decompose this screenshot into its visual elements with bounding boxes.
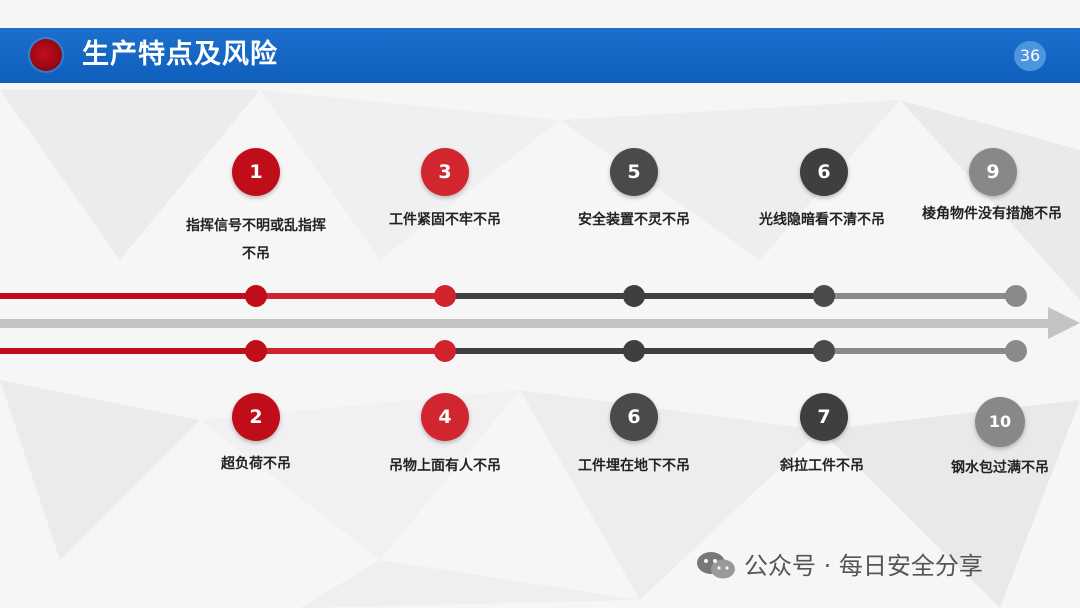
top-number-circle-5: 9 bbox=[969, 148, 1017, 196]
bottom-line-red-segment-1 bbox=[0, 348, 256, 354]
bottom-label-3: 工件埋在地下不吊 bbox=[578, 458, 690, 474]
top-number-circle-2: 3 bbox=[421, 148, 469, 196]
top-label-4: 光线隐暗看不清不吊 bbox=[759, 212, 885, 228]
bottom-number-circle-1: 2 bbox=[232, 393, 280, 441]
bottom-line-red-segment-2 bbox=[256, 348, 445, 354]
bottom-label-1: 超负荷不吊 bbox=[221, 456, 291, 472]
bottom-node-7 bbox=[813, 340, 835, 362]
top-line-gray-segment bbox=[824, 293, 1016, 299]
top-number-circle-3: 5 bbox=[610, 148, 658, 196]
bottom-label-4: 斜拉工件不吊 bbox=[780, 458, 864, 474]
timeline-arrow-shaft bbox=[0, 319, 1050, 328]
title-bullet-icon bbox=[30, 39, 62, 71]
timeline-arrowhead bbox=[1048, 307, 1080, 339]
bottom-number-circle-4: 7 bbox=[800, 393, 848, 441]
watermark-text: 公众号 · 每日安全分享 bbox=[744, 552, 983, 580]
page-number-badge: 36 bbox=[1014, 41, 1046, 71]
title-bar: 生产特点及风险 bbox=[0, 28, 1080, 83]
top-node-6 bbox=[813, 285, 835, 307]
top-node-3 bbox=[434, 285, 456, 307]
top-node-9 bbox=[1005, 285, 1027, 307]
top-node-1 bbox=[245, 285, 267, 307]
bottom-line-gray-segment bbox=[824, 348, 1016, 354]
bottom-label-2: 吊物上面有人不吊 bbox=[389, 458, 501, 474]
top-number-circle-1: 1 bbox=[232, 148, 280, 196]
top-label-5: 棱角物件没有措施不吊 bbox=[922, 206, 1062, 222]
bottom-label-5: 钢水包过满不吊 bbox=[951, 460, 1049, 476]
top-number-circle-4: 6 bbox=[800, 148, 848, 196]
top-label-2: 工件紧固不牢不吊 bbox=[389, 212, 501, 228]
top-line-red-segment-2 bbox=[256, 293, 445, 299]
bottom-number-circle-5: 10 bbox=[975, 397, 1025, 447]
top-node-5 bbox=[623, 285, 645, 307]
top-line-red-segment-1 bbox=[0, 293, 256, 299]
bottom-node-6 bbox=[623, 340, 645, 362]
page-title: 生产特点及风险 bbox=[82, 39, 278, 70]
bottom-node-2 bbox=[245, 340, 267, 362]
timeline bbox=[0, 285, 1080, 362]
wechat-icon bbox=[697, 552, 735, 579]
bottom-number-circle-3: 6 bbox=[610, 393, 658, 441]
bottom-node-4 bbox=[434, 340, 456, 362]
top-label-1: 指挥信号不明或乱指挥不吊 bbox=[186, 218, 326, 262]
top-label-3: 安全装置不灵不吊 bbox=[578, 212, 690, 228]
bottom-number-circle-2: 4 bbox=[421, 393, 469, 441]
bottom-node-10 bbox=[1005, 340, 1027, 362]
